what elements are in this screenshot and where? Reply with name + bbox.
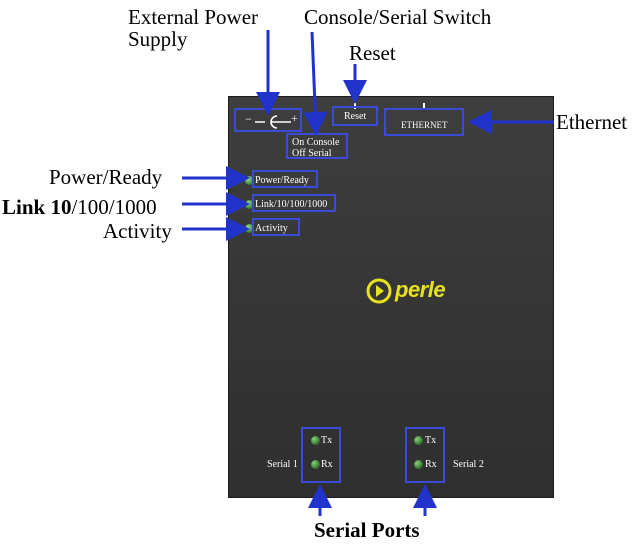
serial2-rx-label: Rx [425, 459, 437, 470]
serial2-port-label: Serial 2 [453, 459, 484, 470]
label-external-power-line2: Supply [128, 27, 188, 51]
serial1-tx-label: Tx [321, 435, 333, 446]
label-link-rest: /100/1000 [71, 195, 157, 219]
perle-logo-icon [366, 278, 392, 304]
serial2-rx-led [414, 460, 423, 469]
ethernet-highlight [384, 108, 464, 136]
device-front-panel: − + Reset ETHERNET On Console Off Serial… [228, 96, 554, 498]
serial1-highlight [301, 427, 341, 483]
serial2-tx-label: Tx [425, 435, 437, 446]
power-ready-led-highlight [252, 170, 318, 188]
link-led-label: Link/10/100/1000 [255, 199, 328, 210]
activity-led-highlight [252, 218, 300, 236]
power-minus-symbol: − [245, 112, 252, 126]
console-switch-on-label: On Console [292, 137, 340, 148]
serial1-rx-label: Rx [321, 459, 333, 470]
label-console-serial-switch: Console/Serial Switch [304, 5, 492, 29]
serial2-highlight [405, 427, 445, 483]
serial1-tx-led [311, 436, 320, 445]
serial2-tx-led [414, 436, 423, 445]
ethernet-port-marker [423, 103, 425, 109]
dc-power-connector-icon [255, 115, 291, 129]
label-activity: Activity [103, 219, 172, 243]
power-plus-symbol: + [291, 111, 298, 125]
reset-highlight [332, 106, 378, 126]
label-power-ready: Power/Ready [49, 165, 163, 189]
console-switch-arrow [303, 31, 328, 136]
perle-brand-text: perle [395, 277, 446, 302]
power-ready-led-label: Power/Ready [255, 175, 309, 186]
label-serial-ports: Serial Ports [314, 519, 420, 541]
serial1-port-label: Serial 1 [267, 459, 298, 470]
reset-button-label: Reset [344, 111, 367, 122]
console-switch-off-label: Off Serial [292, 148, 332, 159]
serial1-rx-led [311, 460, 320, 469]
ethernet-port-label: ETHERNET [401, 120, 448, 130]
label-external-power-supply: External Power Supply [128, 6, 258, 50]
label-serial-ports-text: Serial Ports [314, 518, 420, 542]
activity-led-label: Activity [255, 223, 288, 234]
link-led-highlight [252, 194, 336, 212]
label-external-power-line1: External Power [128, 5, 259, 29]
label-ethernet: Ethernet [556, 110, 628, 134]
label-link: Link 10/100/1000 [2, 196, 157, 218]
label-reset: Reset [349, 41, 396, 65]
label-link-bold: Link 10 [2, 195, 72, 219]
